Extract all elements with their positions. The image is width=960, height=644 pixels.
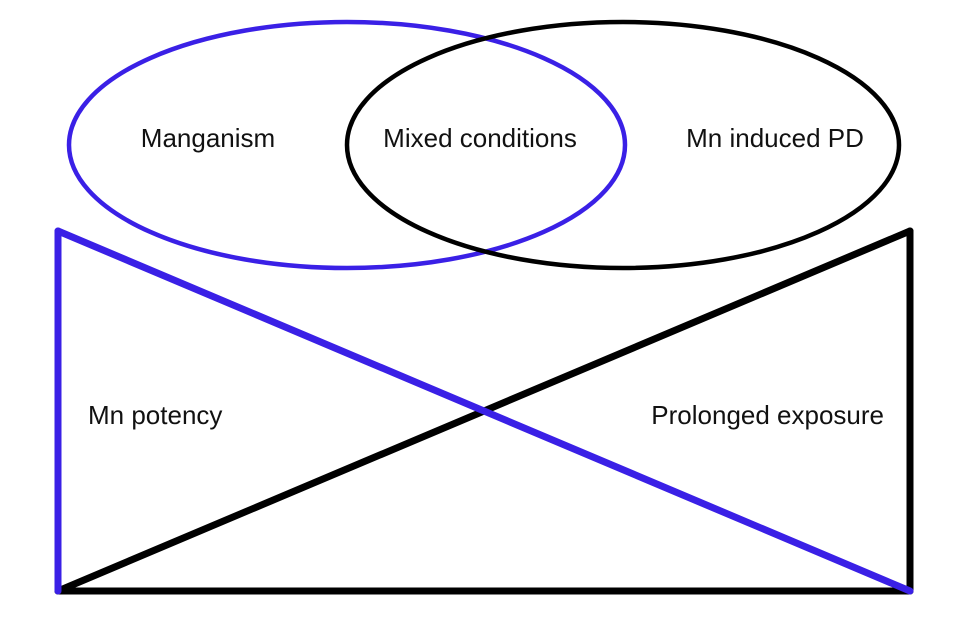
- ellipse-mn-induced-pd: [344, 19, 902, 271]
- label-mn-potency: Mn potency: [88, 400, 222, 430]
- label-manganism: Manganism: [141, 123, 275, 153]
- label-mixed-conditions: Mixed conditions: [383, 123, 577, 153]
- ellipse-manganism: [66, 19, 628, 271]
- label-prolonged-exposure: Prolonged exposure: [651, 400, 884, 430]
- label-mn-induced-pd: Mn induced PD: [686, 123, 864, 153]
- blue-diagonal: [54, 227, 914, 595]
